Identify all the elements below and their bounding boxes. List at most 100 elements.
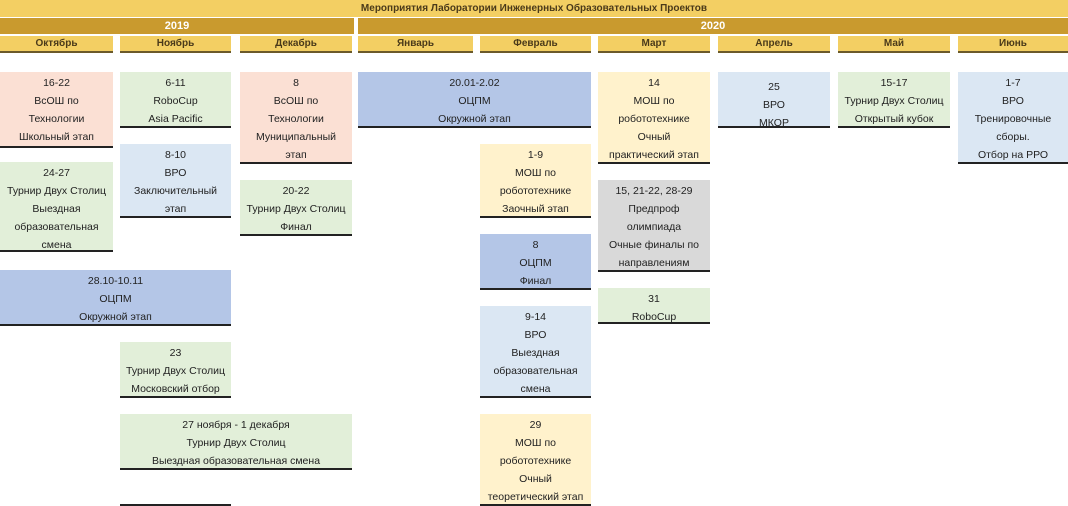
event-date: 8-10 [164, 149, 186, 161]
event-date: 20-22 [282, 185, 310, 197]
month-june: Июнь [958, 36, 1068, 53]
month-january: Январь [358, 36, 473, 53]
event-date: 27 ноября - 1 декабря [182, 419, 290, 431]
event-date: 6-11 [165, 77, 186, 89]
event-line: Технологии [28, 113, 85, 125]
event-date: 1-7 [1005, 77, 1021, 89]
event-line: Московский отбор [131, 383, 220, 395]
event-date: 8 [293, 77, 299, 89]
event-card-tds-trip-oct[interactable]: 24-27 Турнир Двух Столиц Выездная образо… [0, 162, 113, 252]
event-date: 20.01-2.02 [449, 77, 500, 89]
event-card-mosh-theory[interactable]: 29 МОШ по робототехнике Очный теоретичес… [480, 414, 591, 506]
event-line: ОЦПМ [99, 293, 132, 305]
event-card-vro-final[interactable]: 8-10 ВРО Заключительный этап [120, 144, 231, 218]
year-2019: 2019 [0, 18, 354, 34]
event-date: 24-27 [43, 167, 70, 179]
event-date: 28.10-10.11 [87, 275, 144, 287]
event-line: Тренировочные [974, 113, 1052, 125]
event-line: Технологии [268, 113, 324, 125]
event-date: 15, 21-22, 28-29 [615, 185, 693, 197]
event-card-tds-trip-nov[interactable]: 27 ноября - 1 декабря Турнир Двух Столиц… [120, 414, 352, 470]
event-line: сборы. [996, 131, 1030, 143]
event-card-vro-mkor[interactable]: 25 ВРО МКОР [718, 72, 830, 129]
event-card-vsosh-school[interactable]: 16-22 ВсОШ по Технологии Школьный этап [0, 72, 113, 148]
event-date: 29 [529, 419, 542, 431]
event-line: этап [285, 149, 307, 161]
event-card-ocpm-final[interactable]: 8 ОЦПМ Финал [480, 234, 591, 290]
event-date: 23 [169, 347, 182, 359]
event-card-mosh-remote[interactable]: 1-9 МОШ по робототехнике Заочный этап [480, 144, 591, 218]
event-line: ВсОШ по [34, 95, 79, 107]
page-title: Мероприятия Лаборатории Инженерных Образ… [0, 0, 1068, 17]
event-line: Финал [519, 275, 552, 287]
event-card-vsosh-municipal[interactable]: 8 ВсОШ по Технологии Муниципальный этап [240, 72, 352, 164]
event-line: Турнир Двух Столиц [844, 95, 944, 107]
event-line: ВРО [1002, 95, 1024, 107]
event-date: 25 [768, 81, 780, 93]
year-2020: 2020 [358, 18, 1068, 34]
event-line: ВРО [524, 329, 547, 341]
event-line: теоретический этап [487, 491, 584, 503]
event-line: МКОР [759, 117, 789, 129]
event-line: образовательная [493, 365, 578, 377]
month-april: Апрель [718, 36, 830, 53]
event-line: робототехнике [618, 113, 690, 125]
event-line: МОШ по [515, 437, 556, 449]
event-line: Очный [519, 473, 552, 485]
event-line: смена [520, 383, 551, 395]
event-card-tds-final[interactable]: 20-22 Турнир Двух Столиц Финал [240, 180, 352, 236]
event-line: RoboCup [153, 95, 198, 107]
event-line: ВсОШ по [273, 95, 319, 107]
event-card-vro-training[interactable]: 1-7 ВРО Тренировочные сборы. Отбор на РР… [958, 72, 1068, 164]
event-line: ОЦПМ [458, 95, 491, 107]
event-line: робототехнике [499, 185, 572, 197]
event-line: Турнир Двух Столиц [186, 437, 286, 449]
event-line: Турнир Двух Столиц [126, 365, 225, 377]
event-card-ocpm-district-2019[interactable]: 28.10-10.11 ОЦПМ Окружной этап [0, 270, 231, 326]
event-card-mosh-practical[interactable]: 14 МОШ по робототехнике Очный практическ… [598, 72, 710, 164]
event-line: образовательная [14, 221, 99, 233]
event-line: Предпроф [628, 203, 680, 215]
event-line: Муниципальный [256, 131, 336, 143]
event-date: 1-9 [527, 149, 544, 161]
event-line: Asia Pacific [148, 113, 203, 125]
event-line: Турнир Двух Столиц [246, 203, 346, 215]
month-may: Май [838, 36, 950, 53]
month-december: Декабрь [240, 36, 352, 53]
event-date: 31 [648, 293, 660, 305]
event-card-vro-trip[interactable]: 9-14 ВРО Выездная образовательная смена [480, 306, 591, 398]
event-line: Очный [637, 131, 671, 143]
event-card-ocpm-district-2020[interactable]: 20.01-2.02 ОЦПМ Окружной этап [358, 72, 591, 128]
event-card-tds-open-cup[interactable]: 15-17 Турнир Двух Столиц Открытый кубок [838, 72, 950, 128]
event-line: Заочный этап [502, 203, 569, 215]
event-line: практический этап [609, 149, 699, 161]
event-line: Турнир Двух Столиц [7, 185, 106, 197]
event-date: 9-14 [524, 311, 546, 323]
event-line: Выездная образовательная смена [151, 455, 321, 467]
event-card-robocup[interactable]: 31 RoboCup [598, 288, 710, 324]
divider-line [120, 504, 231, 506]
event-line: ВРО [763, 99, 785, 111]
event-line: Финал [280, 221, 312, 233]
event-line: робототехнике [499, 455, 572, 467]
event-line: Отбор на РРО [977, 149, 1049, 161]
event-line: Школьный этап [18, 131, 94, 143]
event-date: 14 [648, 77, 660, 89]
event-date: 8 [532, 239, 539, 251]
event-card-predprof[interactable]: 15, 21-22, 28-29 Предпроф олимпиада Очны… [598, 180, 710, 272]
event-card-robocup-asia[interactable]: 6-11 RoboCup Asia Pacific [120, 72, 231, 128]
event-date: 16-22 [43, 77, 70, 89]
month-march: Март [598, 36, 710, 53]
month-october: Октябрь [0, 36, 113, 53]
event-line: Заключительный [134, 185, 217, 197]
event-line: Окружной этап [438, 113, 511, 125]
event-line: МОШ по [633, 95, 675, 107]
month-february: Февраль [480, 36, 591, 53]
event-line: Очные финалы по [609, 239, 699, 251]
event-line: направлениям [618, 257, 690, 269]
month-november: Ноябрь [120, 36, 231, 53]
event-card-tds-moscow[interactable]: 23 Турнир Двух Столиц Московский отбор [120, 342, 231, 398]
event-line: смена [41, 239, 72, 251]
event-line: ОЦПМ [519, 257, 552, 269]
event-line: этап [164, 203, 187, 215]
